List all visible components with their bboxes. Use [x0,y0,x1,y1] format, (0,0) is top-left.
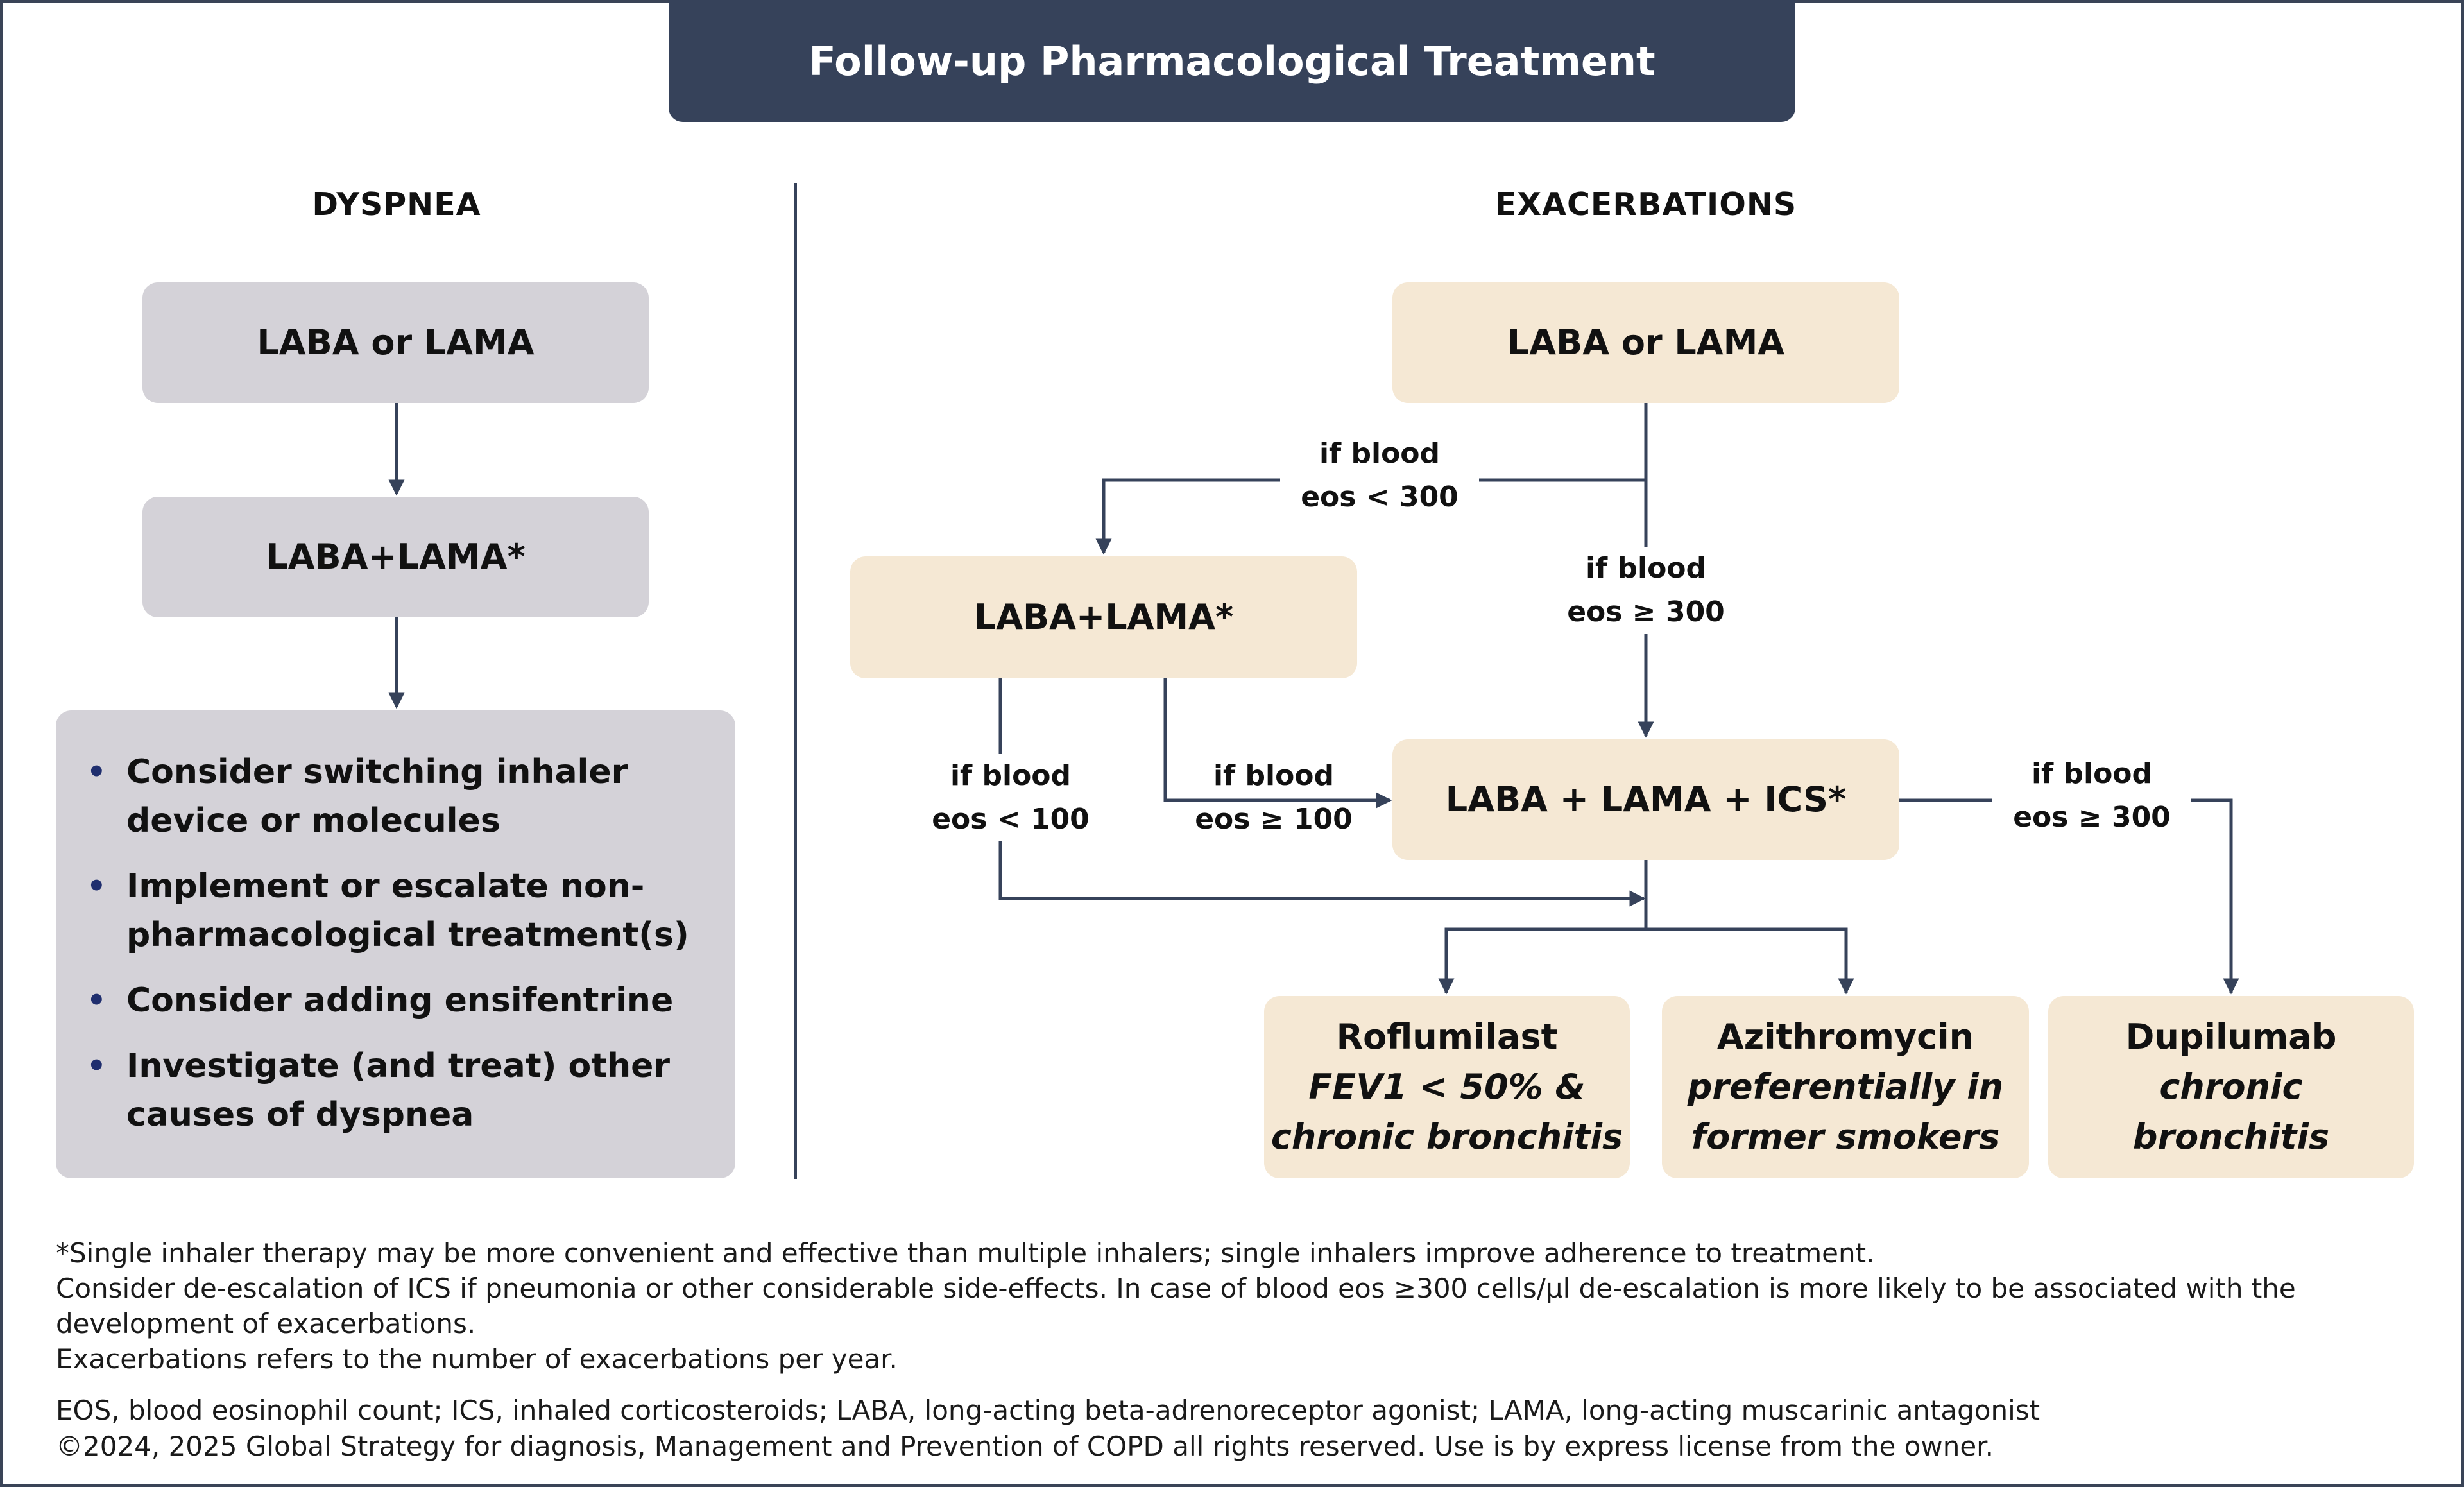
arrow-labalama-to-triple [1163,678,1392,809]
option-name: Roflumilast [1336,1016,1558,1057]
dyspnea-recommendations: • Consider switching inhaler device or mo… [56,710,735,1178]
list-item: • Implement or escalate non-pharmacologic… [87,862,710,959]
bullet-icon: • [87,754,107,790]
option-condition: chronic bronchitis [1270,1117,1623,1158]
option-azithromycin: Azithromycin preferentially in former sm… [1662,996,2029,1178]
condition-line: if blood [1585,552,1707,585]
option-condition: preferentially in [1687,1066,2004,1107]
footnote: Consider de-escalation of ICS if pneumon… [56,1273,2296,1339]
list-item: • Consider switching inhaler device or mo… [87,748,710,845]
option-roflumilast: Roflumilast FEV1 < 50% & chronic bronchi… [1264,996,1630,1178]
dyspnea-step1-label: LABA or LAMA [257,322,535,363]
condition-line: if blood [1319,437,1441,470]
option-condition: former smokers [1691,1117,2000,1158]
exa-step1-label: LABA or LAMA [1507,322,1785,363]
bullet-text: Implement or escalate non-pharmacologica… [126,867,689,954]
exa-step-laba-or-lama: LABA or LAMA [1392,282,1899,403]
condition-eos-ge-300-down: if blood eos ≥ 300 [1546,547,1745,634]
condition-line: eos < 300 [1301,481,1459,513]
exacerbations-heading: EXACERBATIONS [1494,186,1797,223]
condition-eos-ge-300-right: if blood eos ≥ 300 [1992,752,2191,839]
bullet-text: Consider switching inhaler device or mol… [126,753,628,840]
footnote: *Single inhaler therapy may be more conv… [56,1237,1875,1269]
condition-line: eos ≥ 300 [1567,596,1725,628]
condition-line: if blood [1213,759,1335,792]
condition-eos-lt-300: if blood eos < 300 [1280,432,1479,519]
dyspnea-step2-label: LABA+LAMA* [266,536,526,577]
condition-line: eos ≥ 100 [1195,803,1353,836]
arrow-to-azithromycin [1646,927,1854,995]
footnotes: *Single inhaler therapy may be more conv… [56,1235,2417,1377]
abbreviations: EOS, blood eosinophil count; ICS, inhale… [56,1395,2041,1426]
condition-line: if blood [2031,757,2153,790]
option-condition: FEV1 < 50% & [1308,1066,1586,1107]
arrow-labalama-to-join [998,678,1646,907]
condition-line: eos < 100 [932,803,1090,836]
arrow-to-roflumilast [1438,927,1646,995]
bullet-text: Consider adding ensifentrine [126,981,674,1020]
condition-line: eos ≥ 300 [2013,801,2171,834]
condition-line: if blood [950,759,1072,792]
column-divider [794,183,797,1179]
exa-step-laba-lama: LABA+LAMA* [850,556,1357,678]
footnote: Exacerbations refers to the number of ex… [56,1343,898,1375]
bullet-icon: • [87,983,107,1019]
option-name: Dupilumab [2125,1016,2337,1057]
dyspnea-heading: DYSPNEA [312,186,481,223]
exa-step3-label: LABA + LAMA + ICS* [1445,778,1847,820]
option-condition: bronchitis [2132,1117,2330,1158]
exa-step2-label: LABA+LAMA* [973,596,1234,637]
copyright: ©2024, 2025 Global Strategy for diagnosi… [56,1431,1994,1462]
dyspnea-step-laba-lama: LABA+LAMA* [142,497,649,617]
bullet-icon: • [87,1048,107,1084]
bullet-icon: • [87,868,107,904]
option-dupilumab: Dupilumab chronic bronchitis [2048,996,2414,1178]
bullet-text: Investigate (and treat) other causes of … [126,1047,671,1134]
page-title: Follow-up Pharmacological Treatment [809,37,1656,85]
exa-step-triple-therapy: LABA + LAMA + ICS* [1392,739,1899,860]
condition-eos-ge-100: if blood eos ≥ 100 [1174,754,1373,841]
list-item: • Consider adding ensifentrine [87,976,710,1025]
list-item: • Investigate (and treat) other causes of… [87,1042,710,1139]
title-banner: Follow-up Pharmacological Treatment [669,0,1795,122]
abbreviations-and-copyright: EOS, blood eosinophil count; ICS, inhale… [56,1393,2417,1465]
option-condition: chronic [2159,1066,2303,1107]
condition-eos-lt-100: if blood eos < 100 [911,754,1110,841]
option-name: Azithromycin [1716,1016,1974,1057]
dyspnea-step-laba-or-lama: LABA or LAMA [142,282,649,403]
